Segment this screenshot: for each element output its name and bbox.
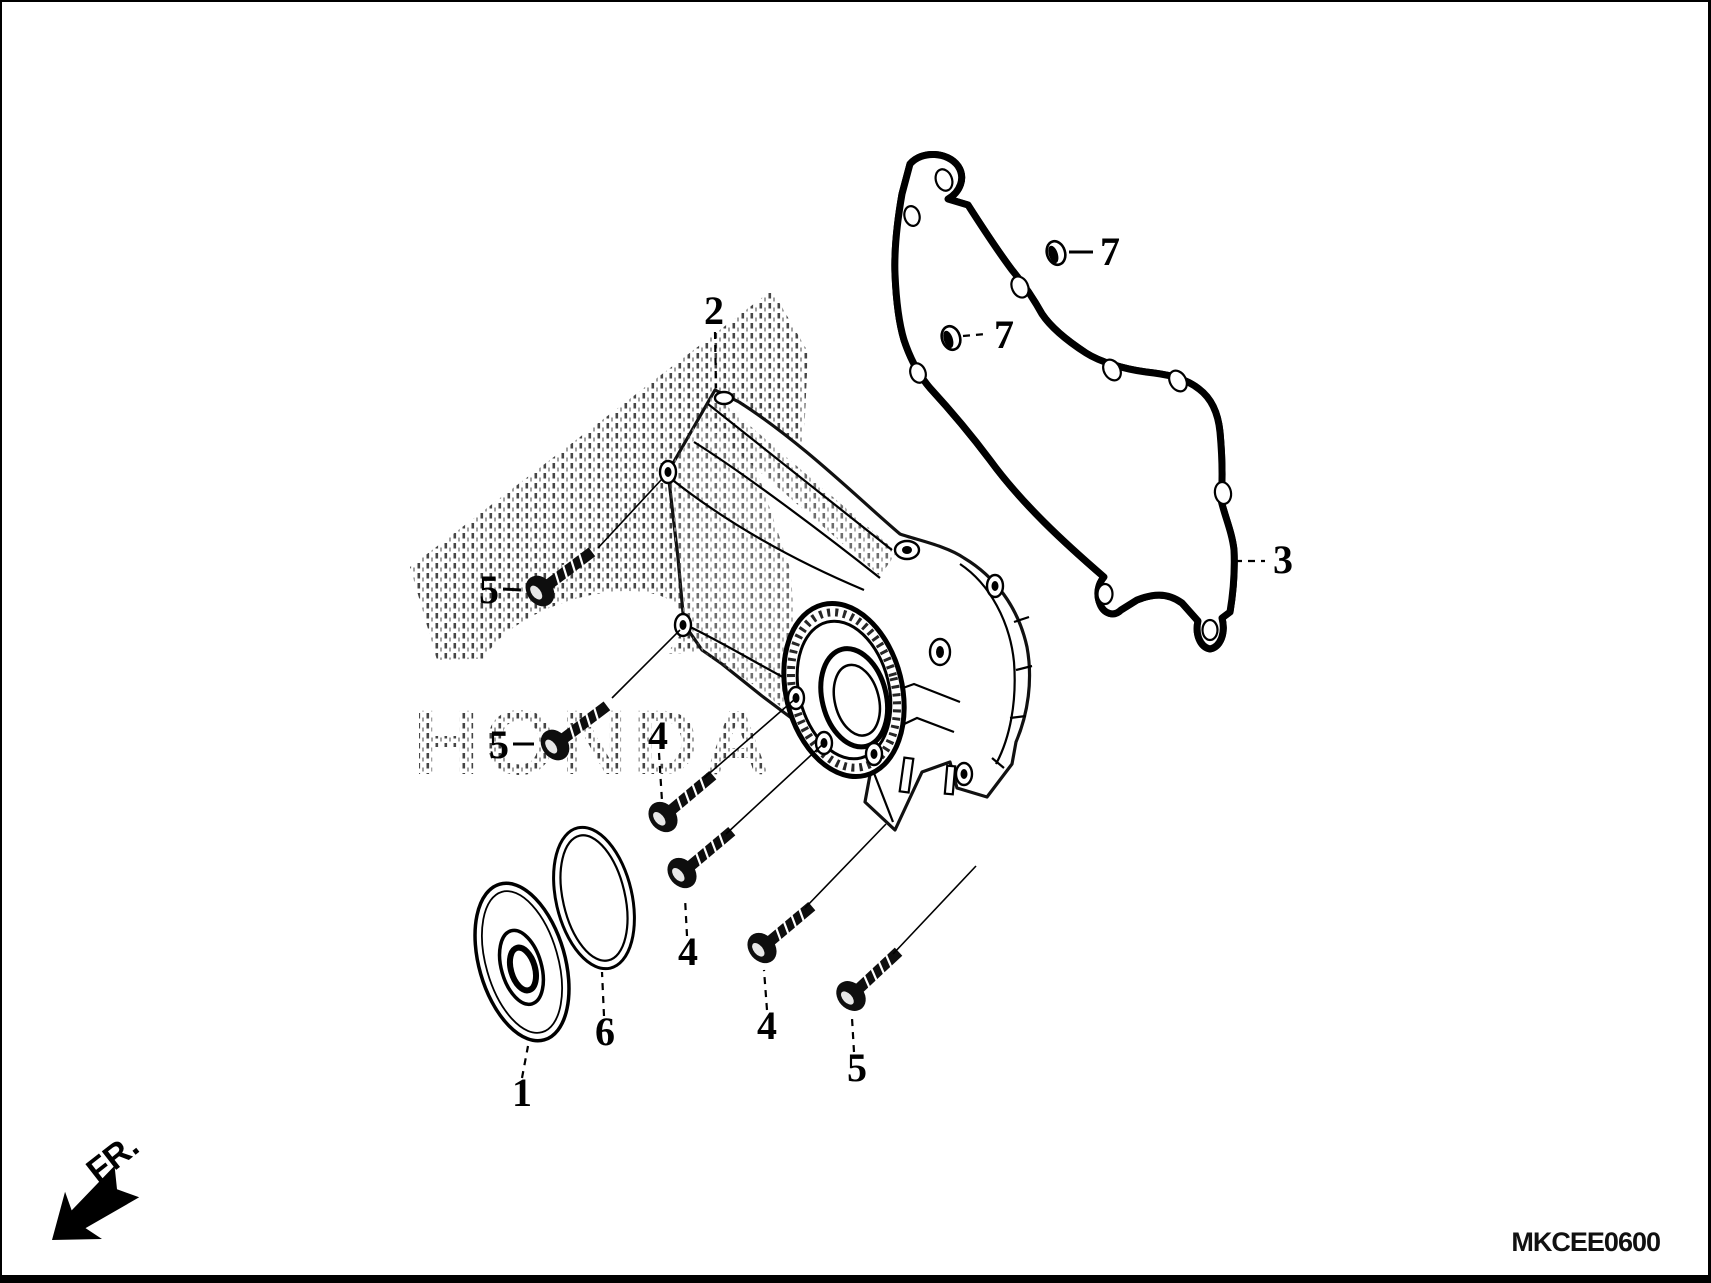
label-bolt-5b[interactable]: 5 bbox=[489, 722, 509, 767]
cover-halftone-beam bbox=[706, 401, 897, 576]
front-marker-text: FR. bbox=[80, 1127, 147, 1191]
label-bolt-5c[interactable]: 5 bbox=[847, 1045, 867, 1090]
diagram-code: MKCEE0600 bbox=[1511, 1227, 1660, 1257]
label-o-ring[interactable]: 6 bbox=[595, 1009, 615, 1054]
cover-halftone-left-face bbox=[668, 396, 820, 726]
cover-pins bbox=[898, 756, 957, 796]
label-bolt-4b[interactable]: 4 bbox=[678, 929, 698, 974]
disc-part bbox=[473, 881, 571, 1043]
label-bolt-4c[interactable]: 4 bbox=[757, 1003, 777, 1048]
label-dowel-pin-b[interactable]: 7 bbox=[994, 312, 1014, 357]
watermark-wing-gap bbox=[481, 590, 683, 704]
label-gasket[interactable]: 3 bbox=[1273, 537, 1293, 582]
label-dowel-pin-a[interactable]: 7 bbox=[1100, 229, 1120, 274]
bolt-4c bbox=[740, 892, 824, 971]
cover-part bbox=[658, 388, 1033, 832]
label-cover[interactable]: 2 bbox=[704, 288, 724, 333]
gasket-bolt-holes bbox=[903, 168, 1233, 642]
assembly-lines bbox=[597, 478, 977, 955]
label-leaders bbox=[502, 250, 1265, 1079]
part-number-labels: 2 3 7 7 5 5 5 4 4 4 6 1 bbox=[479, 229, 1293, 1115]
dowel-pin-a bbox=[1042, 237, 1070, 269]
label-bolt-4a[interactable]: 4 bbox=[648, 713, 668, 758]
o-ring-part bbox=[552, 825, 636, 971]
gasket-part bbox=[895, 154, 1234, 649]
front-arrow-icon bbox=[52, 1165, 140, 1240]
front-direction-marker: FR. bbox=[52, 1127, 147, 1240]
label-bolt-5a[interactable]: 5 bbox=[479, 567, 499, 612]
label-disc[interactable]: 1 bbox=[512, 1070, 532, 1115]
cover-bearing-boss bbox=[781, 600, 907, 780]
bolt-5c bbox=[829, 938, 911, 1019]
cover-bolt-holes bbox=[658, 390, 1005, 787]
